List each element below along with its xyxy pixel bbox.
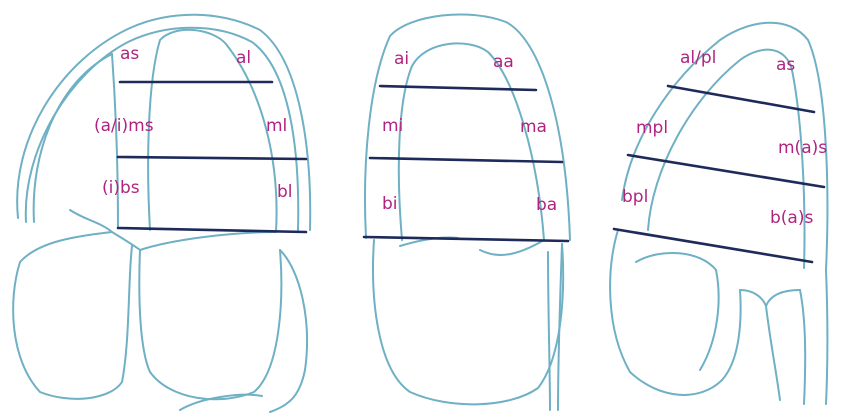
view-2-segment-line-top	[380, 86, 536, 90]
view-3-segment-line-top	[668, 86, 814, 112]
view-3-label-bas: b(a)s	[770, 208, 813, 228]
view-1-outlines	[13, 15, 310, 412]
view-3-label-alpl: al/pl	[680, 48, 716, 68]
view-2-label-ba: ba	[536, 195, 557, 215]
view-1: as al (a/i)ms ml (i)bs bl	[13, 15, 310, 412]
view-2-label-mi: mi	[382, 116, 403, 136]
view-1-segment-line-bottom	[118, 228, 306, 232]
view-2-label-ai: ai	[394, 49, 409, 69]
view-1-label-as: as	[120, 44, 139, 64]
view-3-label-mas: m(a)s	[778, 138, 827, 158]
view-2: ai aa mi ma bi ba	[364, 14, 570, 410]
view-3: al/pl as mpl m(a)s bpl b(a)s	[610, 23, 827, 404]
view-1-labels: as al (a/i)ms ml (i)bs bl	[94, 44, 293, 202]
view-1-label-ams: (a/i)ms	[94, 116, 154, 136]
view-1-label-al: al	[236, 48, 251, 68]
view-2-segment-lines	[364, 86, 568, 241]
view-3-label-mpl: mpl	[636, 118, 668, 138]
view-2-label-ma: ma	[520, 117, 547, 137]
view-3-segment-lines	[614, 86, 824, 262]
view-1-label-bl: bl	[277, 182, 293, 202]
view-1-label-ml: ml	[266, 116, 287, 136]
view-1-segment-lines	[118, 82, 306, 232]
view-1-segment-line-middle	[118, 157, 306, 159]
view-2-label-aa: aa	[493, 52, 514, 72]
view-2-segment-line-bottom	[364, 237, 568, 241]
view-3-label-bpl: bpl	[622, 187, 648, 207]
view-1-label-ibs: (i)bs	[102, 178, 140, 198]
view-3-segment-line-bottom	[614, 229, 812, 262]
view-3-label-as: as	[776, 55, 795, 75]
view-2-label-bi: bi	[382, 194, 398, 214]
